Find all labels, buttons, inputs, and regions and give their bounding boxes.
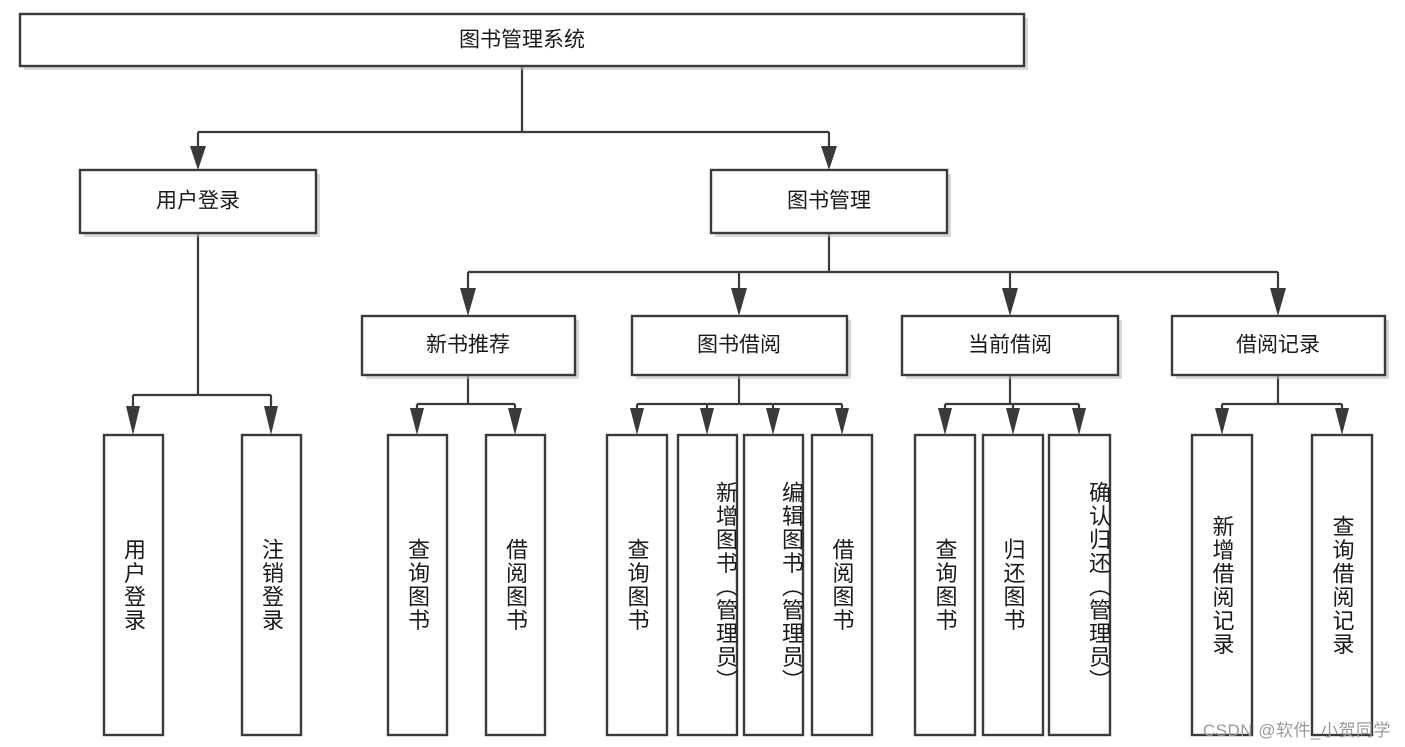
arrow-head-leaf-12: [1215, 408, 1229, 435]
node-leaf-8-box[interactable]: [913, 433, 977, 737]
arrow-head-leaf-3: [410, 408, 424, 435]
node-root-label: 图书管理系统: [459, 29, 585, 52]
node-book-borrow-box[interactable]: [630, 314, 849, 377]
node-borrow-record-label: 借阅记录: [1236, 334, 1320, 357]
arrow-head-leaf-9: [938, 408, 952, 435]
node-book-borrow-label: 图书借阅: [697, 334, 781, 357]
node-leaf-4-box[interactable]: [605, 433, 669, 737]
arrow-head-to-borrow-record: [1270, 288, 1286, 316]
node-leaf-3-box[interactable]: [484, 433, 547, 737]
node-book-management-label: 图书管理: [787, 190, 871, 213]
arrow-head-leaf-10: [1006, 408, 1020, 435]
node-current-borrow-label: 当前借阅: [968, 334, 1052, 357]
connector-layer: [126, 66, 1349, 435]
node-root-box[interactable]: [18, 12, 1026, 68]
node-user-login-box[interactable]: [78, 168, 318, 235]
node-leaf-2-box[interactable]: [386, 433, 449, 737]
arrow-head-to-new-book-rec: [460, 288, 476, 316]
arrow-head-to-book-mgmt: [821, 146, 837, 170]
arrow-head-leaf-8: [835, 408, 849, 435]
node-leaf-6-box[interactable]: [742, 433, 805, 737]
node-leaf-0-box[interactable]: [102, 433, 165, 737]
arrow-head-leaf-5: [630, 408, 644, 435]
node-leaf-11-box[interactable]: [1190, 433, 1254, 737]
node-borrow-record-box[interactable]: [1170, 314, 1387, 377]
node-leaf-9-box[interactable]: [981, 433, 1045, 737]
arrow-head-leaf-6: [700, 408, 714, 435]
node-new-book-recommend-label: 新书推荐: [426, 334, 510, 357]
node-layer: 图书管理系统 用户登录 图书管理 新书推荐 图书借阅 当前借阅 借阅记录: [18, 12, 1389, 737]
arrow-head-leaf-4: [508, 408, 522, 435]
arrow-head-to-book-borrow: [731, 288, 747, 316]
arrow-head-leaf-7: [766, 408, 780, 435]
node-leaf-10-box[interactable]: [1047, 433, 1112, 737]
node-user-login-label: 用户登录: [156, 190, 240, 213]
arrow-head-to-user-login: [190, 146, 206, 170]
node-leaf-5-box[interactable]: [676, 433, 739, 737]
node-book-management-box[interactable]: [709, 168, 949, 235]
watermark-text: CSDN @软件_小贺同学: [1202, 721, 1391, 740]
node-new-book-recommend-box[interactable]: [360, 314, 577, 377]
arrow-head-leaf-2: [264, 406, 278, 435]
node-leaf-1-box[interactable]: [240, 433, 303, 737]
arrow-head-leaf-13: [1335, 408, 1349, 435]
node-leaf-12-box[interactable]: [1310, 433, 1374, 737]
arrow-head-leaf-11: [1072, 408, 1086, 435]
arrow-head-leaf-1: [126, 406, 140, 435]
node-current-borrow-box[interactable]: [900, 314, 1120, 377]
arrow-head-to-current-borrow: [1002, 288, 1018, 316]
node-leaf-7-box[interactable]: [810, 433, 874, 737]
